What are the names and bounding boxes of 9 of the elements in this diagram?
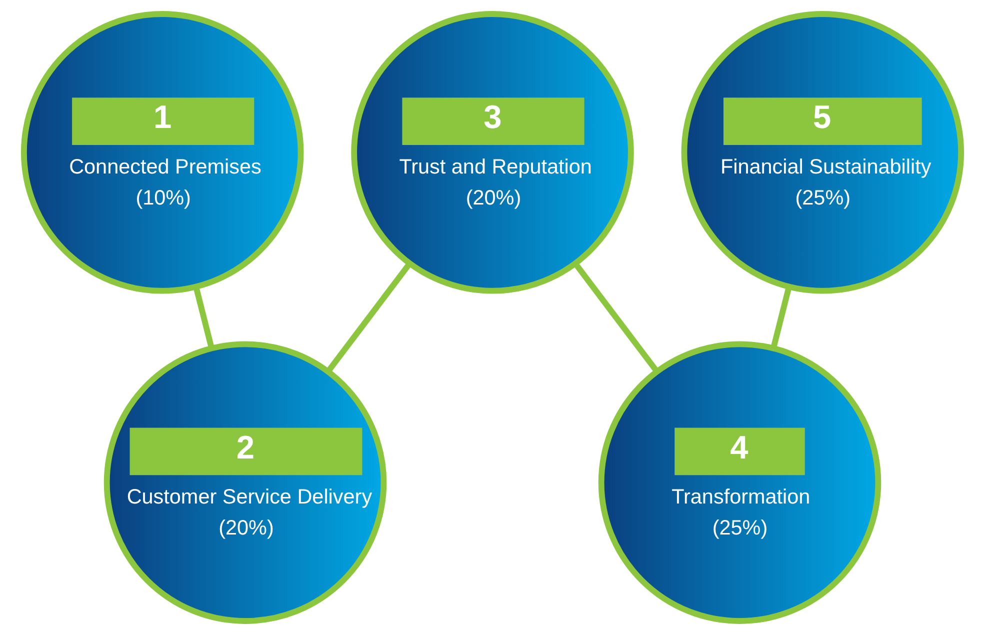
node-circle: 3 Trust and Reputation (20%)	[350, 11, 634, 294]
connector	[572, 262, 659, 374]
connector	[325, 262, 412, 374]
connector	[770, 286, 792, 349]
node-circle: 5 Financial Sustainability (25%)	[680, 11, 964, 294]
connector	[192, 286, 214, 349]
node-circle: 4 Transformation (25%)	[598, 341, 881, 624]
node-circle: 2 Customer Service Delivery (20%)	[103, 341, 386, 624]
node-circle: 1 Connected Premises (10%)	[20, 11, 304, 294]
